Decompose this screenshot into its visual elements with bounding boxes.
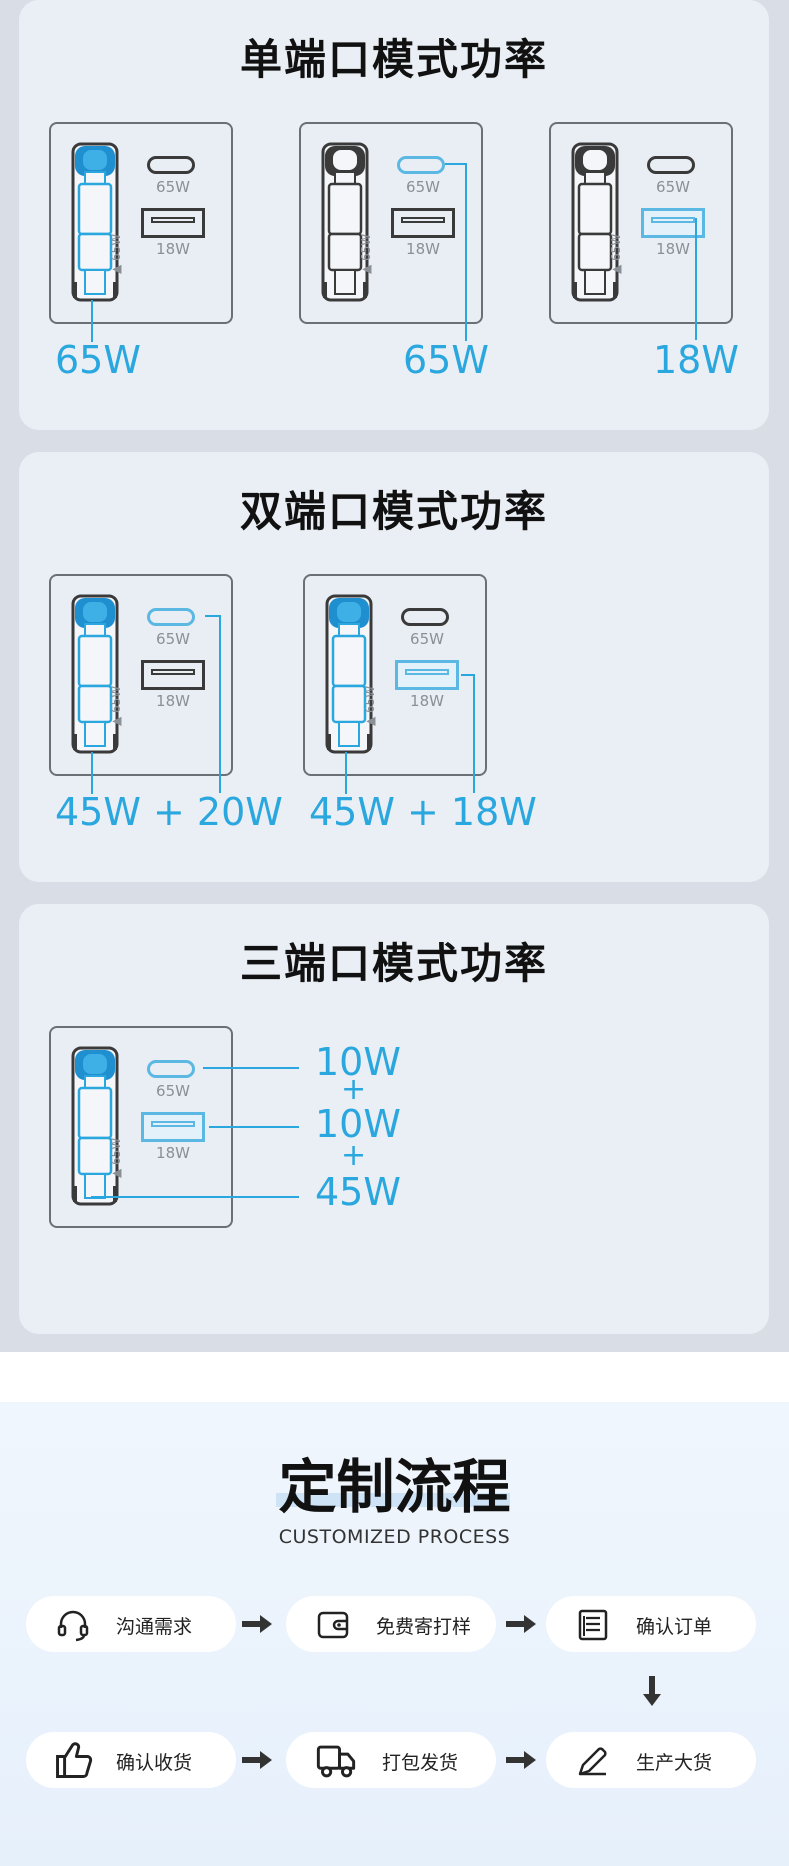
delivery-truck-icon xyxy=(316,1745,356,1778)
usb-a-port-label: 18W xyxy=(410,692,444,710)
section-gap xyxy=(0,1352,789,1402)
plus-sign: + xyxy=(341,1072,367,1107)
arrow-right-icon xyxy=(506,1615,536,1633)
charger-icon xyxy=(571,142,619,302)
power-value-usb-c: 10W xyxy=(315,1040,401,1084)
usb-c-port-label: 65W xyxy=(156,178,190,196)
usb-a-port-icon xyxy=(391,208,455,238)
thumbs-up-icon xyxy=(56,1742,93,1778)
section-title: 双端口模式功率 xyxy=(239,487,548,536)
usb-c-port-label: 65W xyxy=(156,1082,190,1100)
power-value: 65W xyxy=(403,338,489,382)
side-port-label: ▲ 65W xyxy=(609,233,623,274)
usb-a-port-icon xyxy=(395,660,459,690)
side-port-label: ▲ 65W xyxy=(363,685,377,726)
connector-line xyxy=(91,300,93,342)
pen-edit-icon xyxy=(578,1747,607,1776)
connector-line xyxy=(203,1067,299,1069)
step-confirm-order[interactable]: 确认订单 xyxy=(546,1596,756,1652)
arrow-right-icon xyxy=(242,1751,272,1769)
usb-c-port-icon xyxy=(147,1060,195,1078)
usb-a-port-label: 18W xyxy=(156,1144,190,1162)
dual-port-card: 双端口模式功率 65W 18W ▲ 65W 45W + 20W 65W 18W … xyxy=(19,452,769,882)
charger-diagram-1: 65W 18W ▲ 65W xyxy=(49,122,233,324)
usb-c-port-label: 65W xyxy=(410,630,444,648)
charger-icon xyxy=(71,594,119,754)
power-value: 18W xyxy=(653,338,739,382)
charger-diagram-1: 65W 18W ▲ 65W xyxy=(49,574,233,776)
connector-line xyxy=(205,615,221,617)
connector-line xyxy=(695,218,697,340)
document-list-icon xyxy=(578,1609,608,1641)
single-port-card: 单端口模式功率 65W 18W ▲ 65W 65W 65W 18W ▲ 65W … xyxy=(19,0,769,430)
usb-c-port-icon xyxy=(147,608,195,626)
connector-line xyxy=(461,674,475,676)
step-mass-production[interactable]: 生产大货 xyxy=(546,1732,756,1788)
side-port-label: ▲ 65W xyxy=(109,1137,123,1178)
plus-sign: + xyxy=(341,1138,367,1173)
charger-icon xyxy=(71,142,119,302)
connector-line xyxy=(219,615,221,793)
step-label: 确认订单 xyxy=(636,1616,713,1638)
step-label: 生产大货 xyxy=(636,1752,713,1774)
charger-icon xyxy=(325,594,373,754)
usb-a-port-icon xyxy=(141,208,205,238)
power-value: 45W + 20W xyxy=(55,790,283,834)
arrow-right-icon xyxy=(506,1751,536,1769)
arrow-down-icon xyxy=(643,1676,661,1706)
title-highlight xyxy=(276,1493,510,1507)
arrow-right-icon xyxy=(242,1615,272,1633)
triple-port-card: 三端口模式功率 65W 18W ▲ 65W 10W + 10W + 45W xyxy=(19,904,769,1334)
connector-line xyxy=(445,163,467,165)
power-value-side-port: 45W xyxy=(315,1170,401,1214)
usb-a-port-icon xyxy=(141,1112,205,1142)
process-title: 定制流程 xyxy=(278,1453,511,1521)
connector-line xyxy=(209,1126,299,1128)
charger-icon xyxy=(321,142,369,302)
usb-a-port-icon xyxy=(141,660,205,690)
step-label: 确认收货 xyxy=(116,1752,193,1774)
connector-line xyxy=(91,752,93,794)
usb-c-port-label: 65W xyxy=(656,178,690,196)
step-free-sample[interactable]: 免费寄打样 xyxy=(286,1596,496,1652)
power-value-usb-a: 10W xyxy=(315,1102,401,1146)
connector-line xyxy=(473,674,475,793)
charger-diagram-3: 65W 18W ▲ 65W xyxy=(549,122,733,324)
step-label: 打包发货 xyxy=(382,1752,459,1774)
usb-a-port-icon xyxy=(641,208,705,238)
connector-line xyxy=(345,752,347,794)
connector-line xyxy=(465,163,467,341)
usb-c-port-icon xyxy=(147,156,195,174)
usb-c-port-icon xyxy=(647,156,695,174)
power-value: 65W xyxy=(55,338,141,382)
side-port-label: ▲ 65W xyxy=(109,685,123,726)
charger-icon xyxy=(71,1046,119,1206)
usb-c-port-label: 65W xyxy=(156,630,190,648)
charger-diagram-2: 65W 18W ▲ 65W xyxy=(303,574,487,776)
power-value: 45W + 18W xyxy=(309,790,537,834)
connector-line xyxy=(91,1196,299,1198)
section-title: 三端口模式功率 xyxy=(239,939,548,988)
side-port-label: ▲ 65W xyxy=(109,233,123,274)
usb-a-port-label: 18W xyxy=(156,692,190,710)
wallet-icon xyxy=(317,1611,349,1639)
step-confirm-receipt[interactable]: 确认收货 xyxy=(26,1732,236,1788)
section-title: 单端口模式功率 xyxy=(239,35,548,84)
headset-icon xyxy=(57,1610,89,1642)
usb-c-port-icon xyxy=(401,608,449,626)
usb-a-port-label: 18W xyxy=(156,240,190,258)
process-subtitle: CUSTOMIZED PROCESS xyxy=(278,1526,511,1548)
step-communicate[interactable]: 沟通需求 xyxy=(26,1596,236,1652)
side-port-label: ▲ 65W xyxy=(359,233,373,274)
usb-a-port-label: 18W xyxy=(406,240,440,258)
usb-c-port-icon xyxy=(397,156,445,174)
step-label: 免费寄打样 xyxy=(376,1616,472,1638)
charger-diagram-2: 65W 18W ▲ 65W xyxy=(299,122,483,324)
charger-diagram: 65W 18W ▲ 65W xyxy=(49,1026,233,1228)
step-pack-ship[interactable]: 打包发货 xyxy=(286,1732,496,1788)
usb-c-port-label: 65W xyxy=(406,178,440,196)
step-label: 沟通需求 xyxy=(116,1616,193,1638)
usb-a-port-label: 18W xyxy=(656,240,690,258)
